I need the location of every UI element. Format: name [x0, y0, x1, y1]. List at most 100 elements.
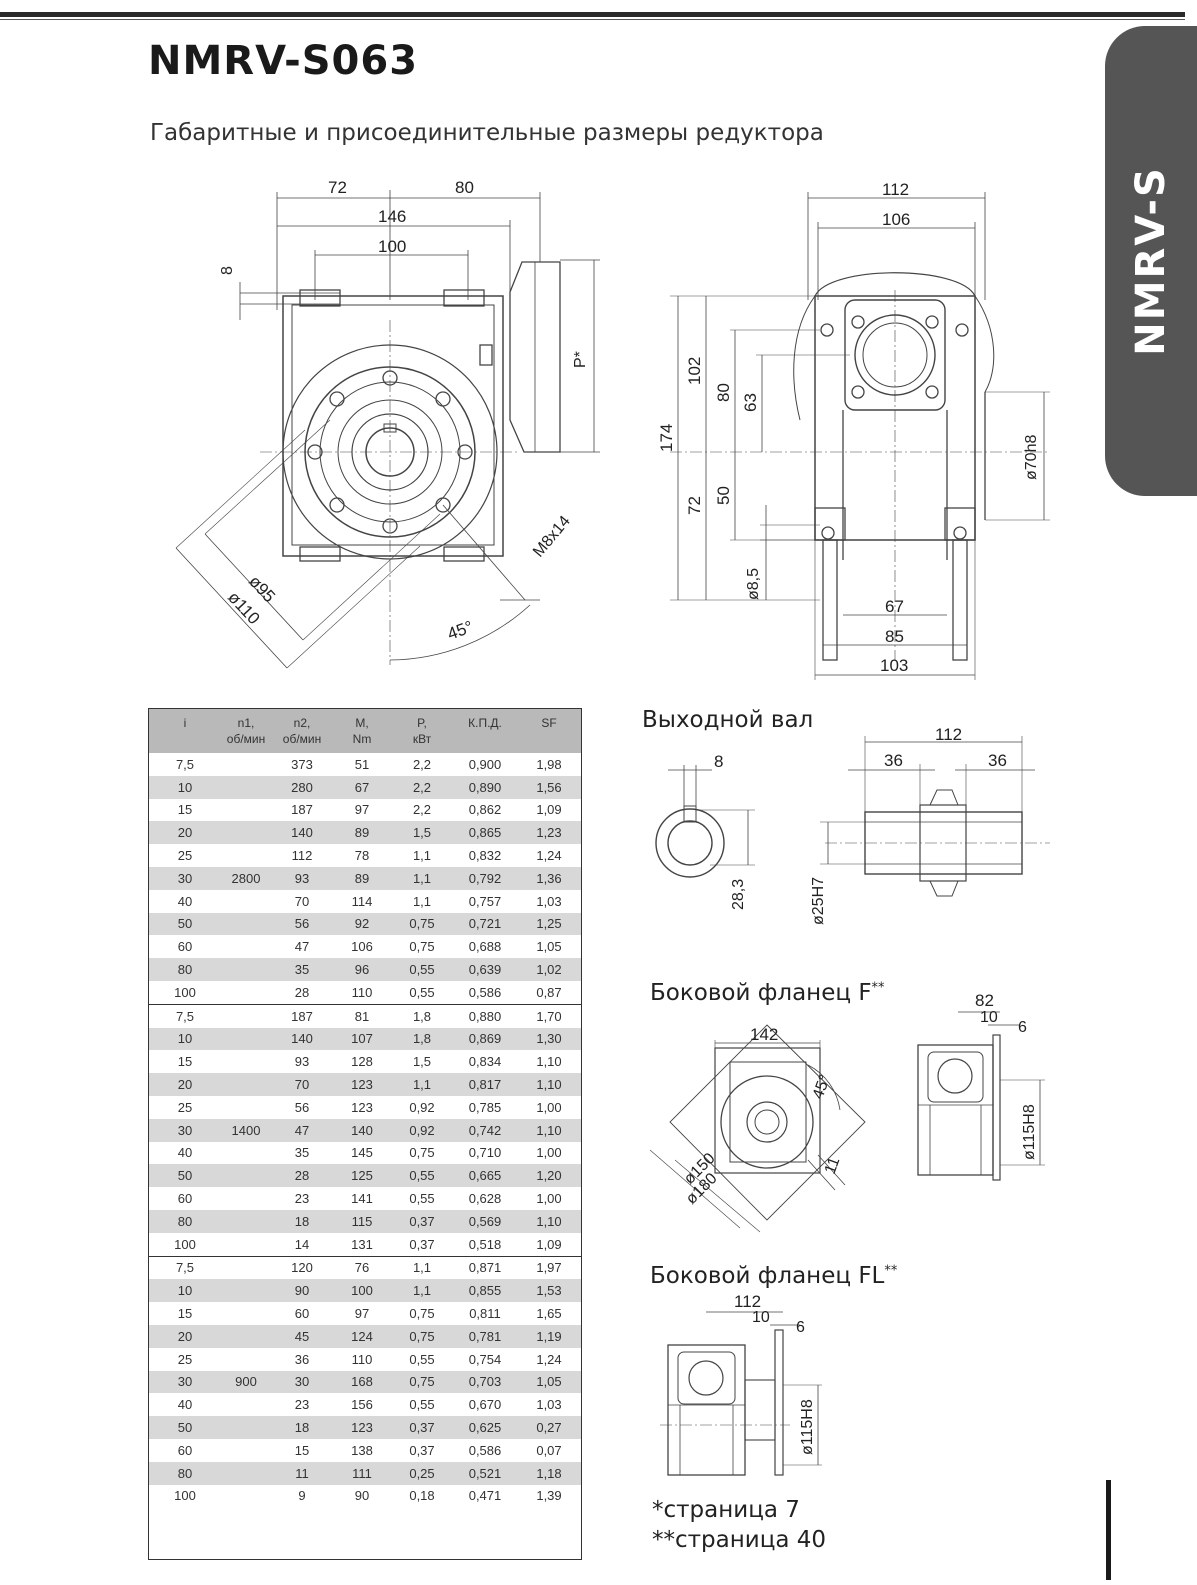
table-cell: 0,754 [468, 1351, 502, 1367]
table-cell: 7,5 [149, 1255, 221, 1280]
table-cell-n1 [221, 821, 271, 845]
table-cell: 1,10 [517, 1073, 581, 1096]
table-cell-n1 [221, 890, 271, 913]
footnote-2: **страница 40 [652, 1527, 827, 1553]
table-cell: 145 [351, 1145, 373, 1161]
table-cell: 81 [333, 1003, 391, 1028]
front-dim-8: 8 [219, 266, 236, 275]
side-dim-106: 106 [882, 210, 910, 229]
table-cell: 15 [294, 1442, 310, 1458]
side-dim-112: 112 [882, 180, 909, 199]
table-cell: 1,5 [391, 821, 453, 845]
table-header-line1: P, [417, 716, 427, 730]
table-cell-n1 [221, 1255, 271, 1280]
table-cell: 7,5 [149, 1003, 221, 1028]
table-cell: 0,92 [409, 1099, 435, 1115]
table-cell: 28 [294, 984, 310, 1000]
table-cell: 123 [333, 1416, 391, 1439]
table-cell-n1 [221, 1302, 271, 1325]
table-cell-n1: 900 [221, 1370, 271, 1394]
table-cell: 50 [149, 1164, 221, 1188]
flange-f-dim-10: 10 [980, 1009, 998, 1026]
table-cell: 187 [291, 802, 313, 818]
table-cell: 25 [177, 1351, 193, 1367]
table-cell: 97 [354, 1306, 370, 1322]
table-cell: 0,55 [409, 1351, 435, 1367]
table-cell: 0,55 [391, 1164, 453, 1188]
table-cell: 125 [333, 1164, 391, 1188]
table-cell: 1,19 [517, 1324, 581, 1348]
table-cell: 1,05 [517, 1370, 581, 1394]
table-cell: 14 [294, 1236, 310, 1252]
table-cell: 1,70 [517, 1003, 581, 1028]
side-dim-50: 50 [714, 486, 733, 505]
table-cell: 0,811 [469, 1306, 501, 1322]
table-cell: 1,65 [536, 1306, 562, 1322]
table-cell: 60 [177, 1442, 193, 1458]
front-dim-m8x14: M8x14 [530, 513, 574, 561]
table-cell-n1 [221, 1164, 271, 1188]
table-header-line1: M, [355, 716, 369, 730]
table-cell: 0,471 [468, 1488, 502, 1504]
page-title: NMRV-S063 [148, 38, 419, 84]
table-cell: 0,37 [409, 1236, 435, 1252]
table-cell: 0,75 [409, 939, 435, 955]
table-cell: 0,900 [468, 756, 502, 772]
table-cell: 0,688 [468, 939, 502, 955]
table-header-line1: n2, [293, 716, 311, 730]
table-cell: 0,742 [453, 1118, 517, 1142]
table-cell: 25 [177, 1099, 193, 1115]
table-cell: 20 [149, 1324, 221, 1348]
table-cell-n1 [221, 1073, 271, 1096]
table-header-line2 [517, 731, 581, 747]
table-header-line2: об/мин [282, 732, 322, 746]
table-cell: 114 [351, 893, 373, 909]
table-cell: 1,18 [517, 1461, 581, 1485]
table-cell: 0,586 [468, 984, 502, 1000]
table-cell: 30 [149, 1118, 221, 1142]
flange-fl-label-wrap: Боковой фланец FL** [650, 1263, 897, 1289]
table-cell: 0,37 [409, 1442, 435, 1458]
shaft-dim-28-3: 28,3 [730, 879, 747, 910]
table-cell: 106 [351, 939, 373, 955]
table-cell: 50 [149, 1416, 221, 1439]
table-cell: 0,55 [409, 984, 435, 1000]
table-cell: 0,832 [468, 848, 502, 864]
table-cell: 0,55 [409, 1397, 435, 1413]
table-cell: 93 [271, 866, 333, 890]
table-cell: 0,639 [453, 958, 517, 981]
table-cell: 1,09 [536, 1236, 562, 1252]
table-cell: 1,25 [517, 912, 581, 936]
table-cell: 76 [333, 1255, 391, 1280]
table-cell: 47 [271, 1118, 333, 1142]
table-header-cell: P,кВт [391, 709, 453, 753]
shaft-dim-d25h7: ø25H7 [810, 877, 827, 925]
table-cell: 7,5 [175, 756, 195, 772]
flange-fl-drawing [660, 1311, 822, 1476]
table-cell: 30 [271, 1370, 333, 1394]
table-cell: 0,862 [468, 802, 502, 818]
table-cell: 36 [294, 1351, 310, 1367]
table-cell-n1 [221, 753, 271, 776]
table-cell-n1 [221, 1187, 271, 1210]
table-cell: 60 [177, 939, 193, 955]
table-cell: 0,75 [409, 1306, 435, 1322]
table-header-cell: M,Nm [333, 709, 391, 753]
side-dim-80: 80 [714, 383, 733, 402]
table-cell: 107 [333, 1027, 391, 1051]
table-cell: 90 [354, 1488, 370, 1504]
table-header-line2 [453, 731, 517, 747]
table-cell: 2,2 [412, 802, 432, 818]
